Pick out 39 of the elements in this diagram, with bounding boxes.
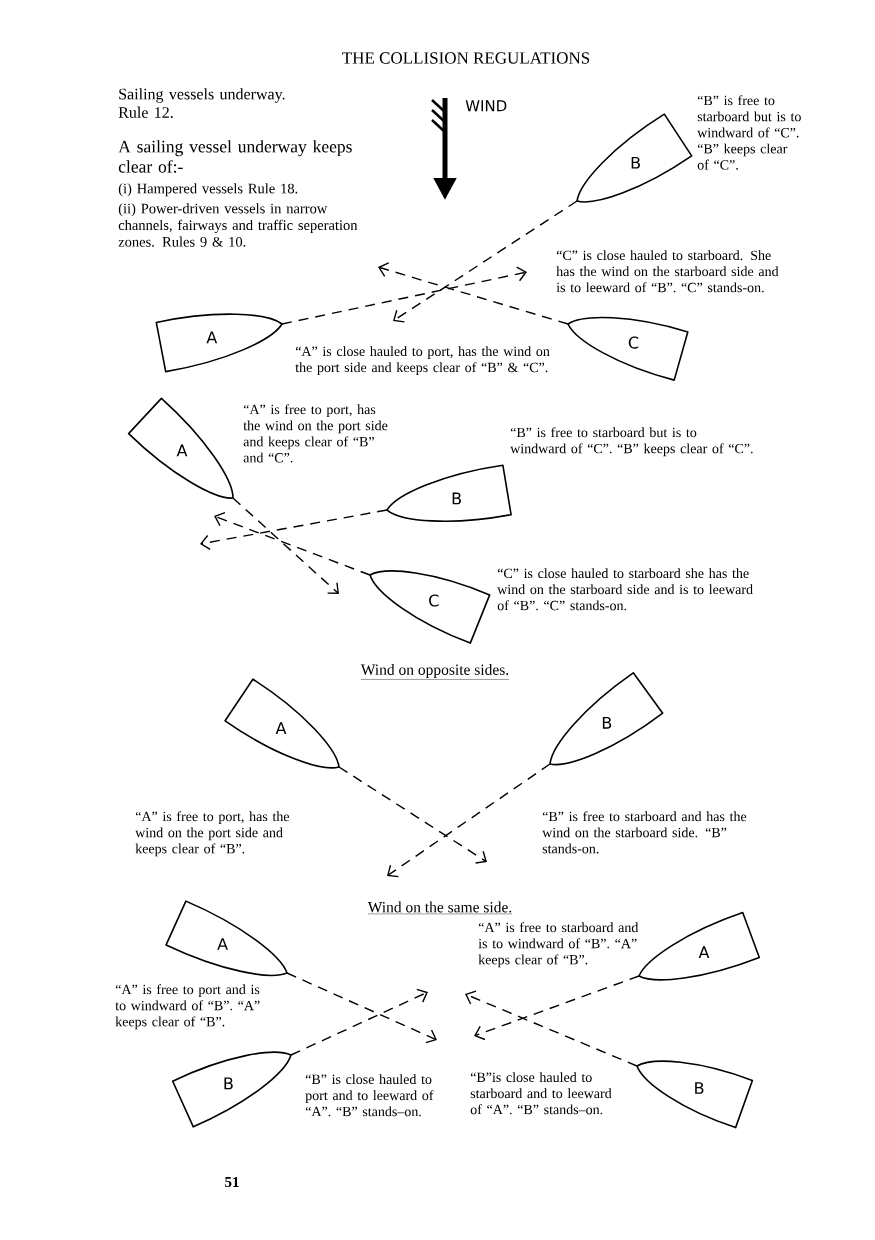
- boat: A: [155, 313, 283, 373]
- track-arrow: [281, 266, 527, 325]
- boat: B: [576, 113, 693, 203]
- description-text: “B” is free to starboard and has the wind on the starboard side. “B” stands-on.: [542, 811, 747, 854]
- description-text: “C” is close hauled to starboard. She has the wind on the starboard side and is to leeward of “B”. “C” stands-on.: [556, 250, 779, 293]
- section-heading: Wind on the same side.: [367, 901, 513, 915]
- track-arrow: [286, 972, 437, 1044]
- boat: B: [549, 672, 664, 766]
- section-heading: Sailing vessels underway. Rule 12.: [118, 88, 285, 118]
- wind-label: WIND: [465, 100, 507, 112]
- track-arrow: [393, 200, 578, 323]
- description-text: “A” is close hauled to port, has the wind on the port side and keeps clear of “B” & “C”.: [295, 346, 550, 375]
- track-arrow: [338, 766, 487, 864]
- track-arrow: [474, 975, 640, 1041]
- boat: A: [165, 900, 288, 977]
- track-arrow: [290, 988, 428, 1056]
- rule-text: (ii) Power-driven vessels in narrow channels, fairways and traffic seperation zones. Rules 9 & 10.: [118, 203, 358, 247]
- track-arrow: [387, 763, 551, 878]
- boat: A: [638, 911, 761, 981]
- boat: B: [636, 1060, 754, 1129]
- boat: B: [171, 1051, 292, 1128]
- track-arrow: [232, 497, 339, 594]
- boat: A: [127, 397, 234, 499]
- track-arrow: [214, 511, 371, 576]
- description-text: “A” is free to port and is to windward of “B”. “A” keeps clear of “B”.: [115, 984, 260, 1030]
- boat: C: [369, 570, 491, 644]
- page-number: 51: [225, 1177, 239, 1188]
- rule-text: (i) Hampered vessels Rule 18.: [118, 183, 298, 197]
- boat: C: [567, 316, 689, 381]
- boat: A: [224, 678, 340, 769]
- rule-text: A sailing vessel underway keeps clear of:-: [118, 140, 352, 173]
- page-title: THE COLLISION REGULATIONS: [342, 52, 590, 64]
- track-arrow: [465, 990, 638, 1067]
- track-arrow: [378, 262, 569, 325]
- description-text: “A” is free to port, has the wind on the port side and keeps clear of “B”.: [135, 811, 290, 857]
- description-text: “A” is free to port, has the wind on the port side and keeps clear of “B” and “C”.: [243, 404, 388, 463]
- track-arrow: [200, 509, 388, 550]
- section-heading: Wind on opposite sides.: [360, 664, 510, 680]
- boat: B: [386, 464, 512, 523]
